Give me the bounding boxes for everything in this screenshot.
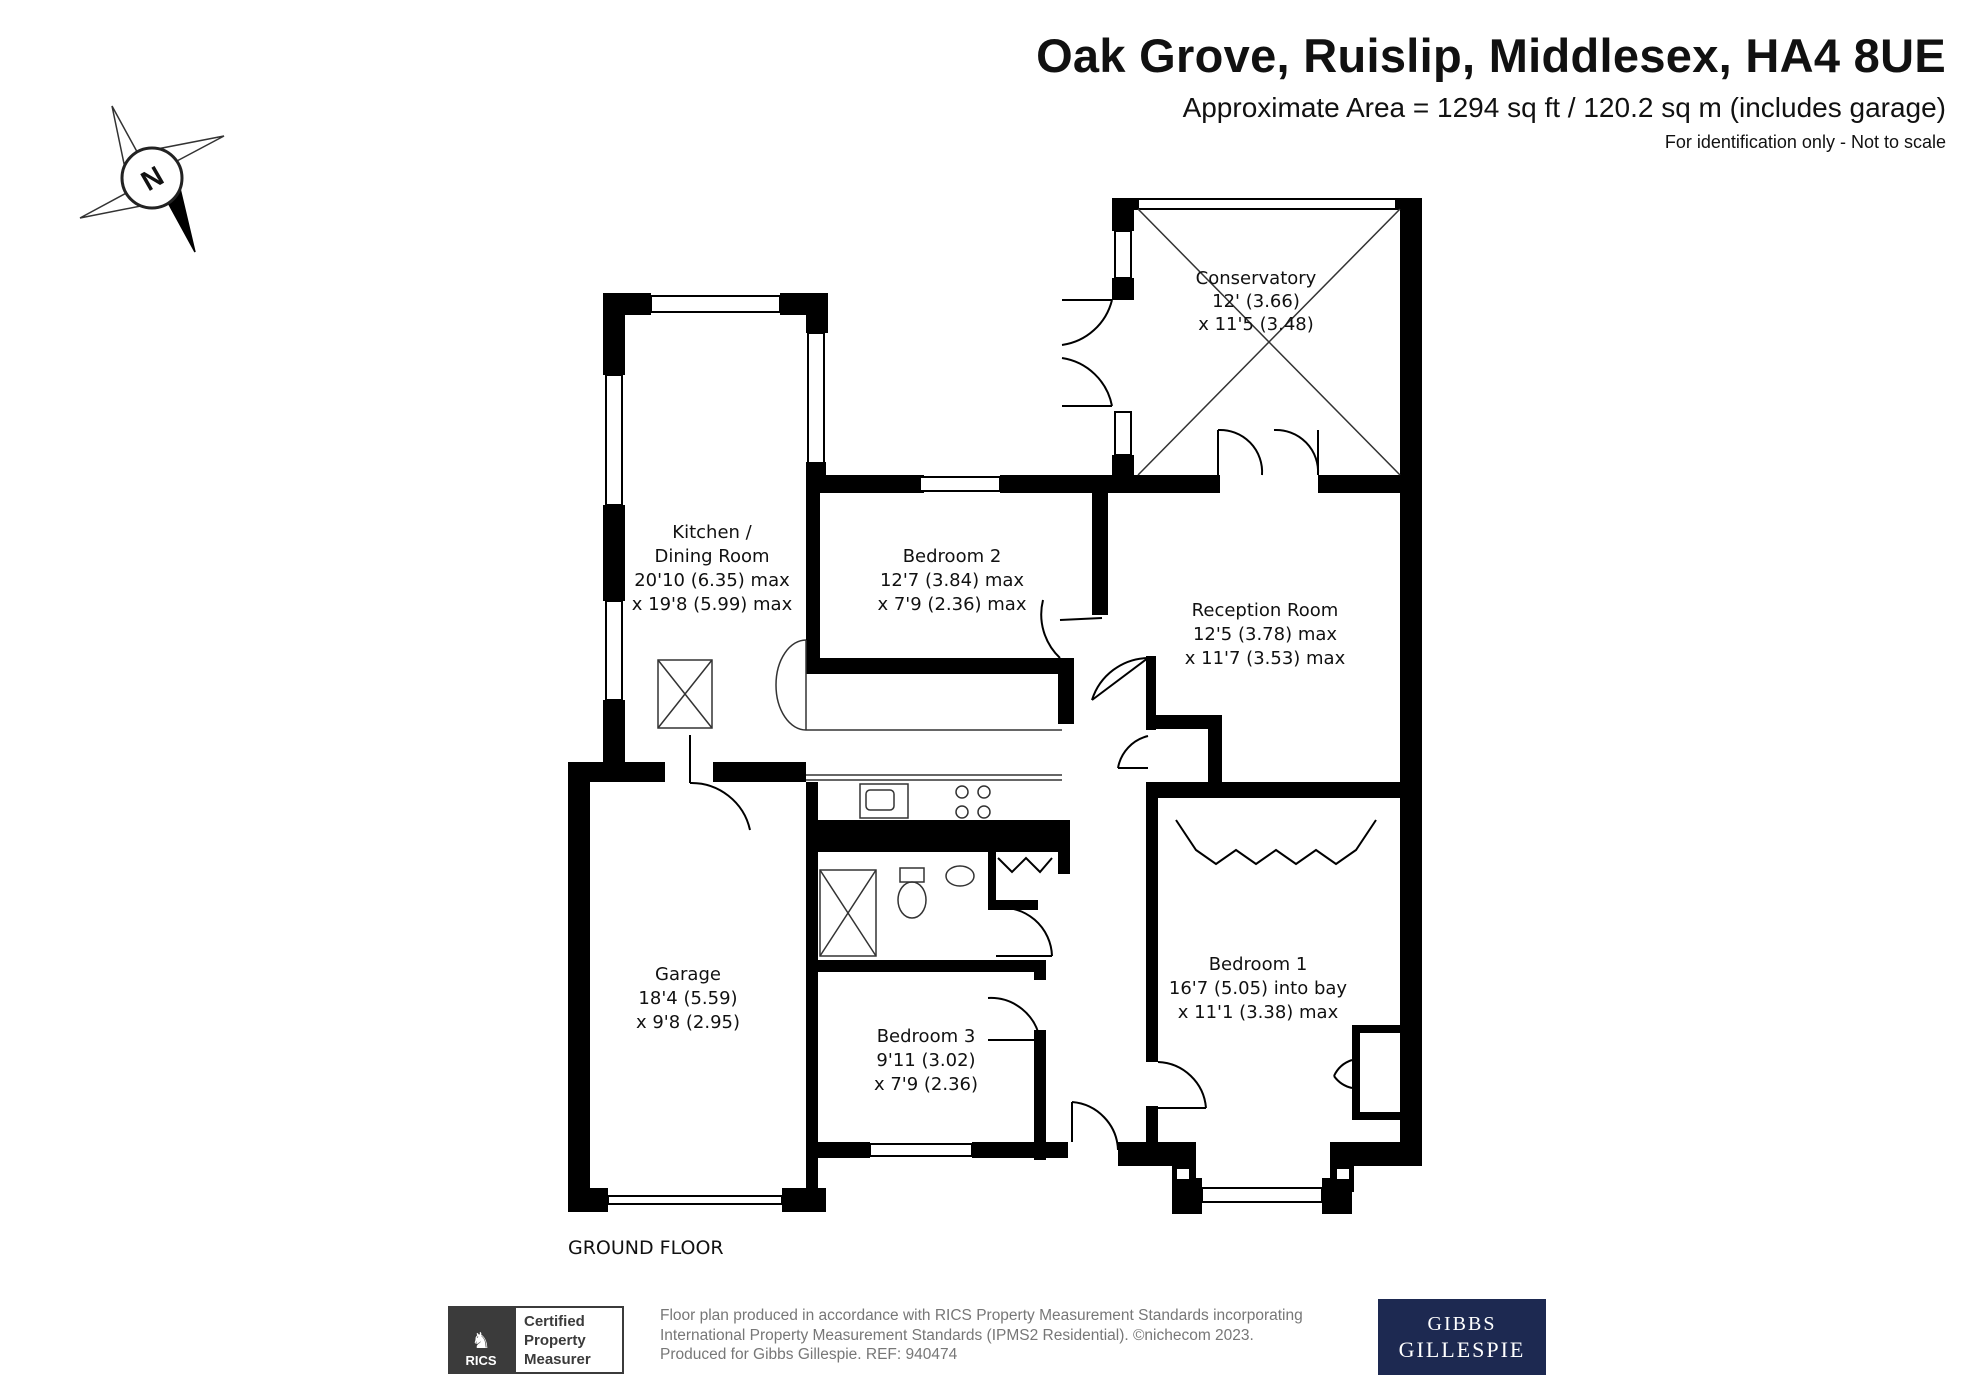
windows [605, 198, 1397, 1205]
svg-text:Bedroom 3: Bedroom 3 [877, 1026, 976, 1047]
doors [689, 299, 1377, 1151]
footer-notice: Floor plan produced in accordance with R… [660, 1306, 1380, 1365]
rics-cert-line1: Certified [524, 1313, 585, 1330]
agent-logo: GIBBS GILLESPIE [1378, 1299, 1546, 1375]
room-label-kitchen: Kitchen / Dining Room 20'10 (6.35) max x… [632, 522, 793, 615]
svg-text:x 9'8 (2.95): x 9'8 (2.95) [636, 1012, 740, 1033]
approximate-area: Approximate Area = 1294 sq ft / 120.2 sq… [1182, 92, 1946, 123]
fixtures [657, 208, 1401, 957]
svg-text:9'11 (3.02): 9'11 (3.02) [876, 1050, 975, 1071]
header: Oak Grove, Ruislip, Middlesex, HA4 8UE A… [1036, 26, 1946, 156]
svg-text:18'4 (5.59): 18'4 (5.59) [638, 988, 737, 1009]
rics-lion-icon: ♞ [471, 1328, 491, 1353]
svg-text:Garage: Garage [655, 964, 721, 985]
svg-text:Reception Room: Reception Room [1192, 600, 1339, 621]
svg-text:x 19'8 (5.99) max: x 19'8 (5.99) max [632, 594, 793, 615]
svg-text:Bedroom 1: Bedroom 1 [1209, 954, 1308, 975]
svg-text:12'7 (3.84) max: 12'7 (3.84) max [880, 570, 1024, 591]
rics-logo: ♞ RICS [448, 1306, 514, 1374]
svg-text:Kitchen /: Kitchen / [672, 522, 752, 543]
rics-badge: ♞ RICS Certified Property Measurer [448, 1306, 624, 1374]
svg-text:20'10 (6.35) max: 20'10 (6.35) max [634, 570, 790, 591]
property-title: Oak Grove, Ruislip, Middlesex, HA4 8UE [1036, 29, 1946, 82]
floor-label: GROUND FLOOR [568, 1237, 724, 1259]
svg-text:Dining Room: Dining Room [654, 546, 769, 567]
footer-line-2: International Property Measurement Stand… [660, 1326, 1254, 1344]
agent-logo-line-2: GILLESPIE [1398, 1337, 1526, 1362]
svg-text:x 7'9 (2.36) max: x 7'9 (2.36) max [877, 594, 1026, 615]
rics-certified-measurer: Certified Property Measurer [514, 1306, 624, 1374]
room-label-bedroom-3: Bedroom 3 9'11 (3.02) x 7'9 (2.36) [874, 1026, 978, 1095]
svg-text:x 11'1 (3.38) max: x 11'1 (3.38) max [1178, 1002, 1339, 1023]
room-label-garage: Garage 18'4 (5.59) x 9'8 (2.95) [636, 964, 740, 1033]
room-label-reception: Reception Room 12'5 (3.78) max x 11'7 (3… [1185, 600, 1346, 669]
room-label-conservatory: Conservatory 12' (3.66) x 11'5 (3.48) [1196, 268, 1317, 335]
rics-short: RICS [465, 1353, 497, 1368]
svg-text:12' (3.66): 12' (3.66) [1212, 291, 1300, 312]
agent-logo-line-1: GIBBS [1427, 1313, 1497, 1335]
svg-text:x 7'9 (2.36): x 7'9 (2.36) [874, 1074, 978, 1095]
svg-text:x 11'5 (3.48): x 11'5 (3.48) [1198, 314, 1314, 335]
room-label-bedroom-2: Bedroom 2 12'7 (3.84) max x 7'9 (2.36) m… [877, 546, 1026, 615]
room-label-bedroom-1: Bedroom 1 16'7 (5.05) into bay x 11'1 (3… [1169, 954, 1348, 1023]
svg-text:16'7 (5.05) into bay: 16'7 (5.05) into bay [1169, 978, 1348, 999]
svg-text:Bedroom 2: Bedroom 2 [903, 546, 1002, 567]
walls [568, 198, 1422, 1214]
compass-icon: N [79, 105, 225, 253]
rics-cert-line2: Property [524, 1332, 586, 1349]
footer-line-1: Floor plan produced in accordance with R… [660, 1307, 1303, 1324]
svg-text:x 11'7 (3.53) max: x 11'7 (3.53) max [1185, 648, 1346, 669]
svg-text:12'5 (3.78) max: 12'5 (3.78) max [1193, 624, 1337, 645]
footer-line-3: Produced for Gibbs Gillespie. REF: 94047… [660, 1346, 958, 1363]
rics-cert-line3: Measurer [524, 1351, 591, 1368]
svg-text:Conservatory: Conservatory [1196, 268, 1317, 289]
disclaimer: For identification only - Not to scale [1664, 132, 1946, 152]
